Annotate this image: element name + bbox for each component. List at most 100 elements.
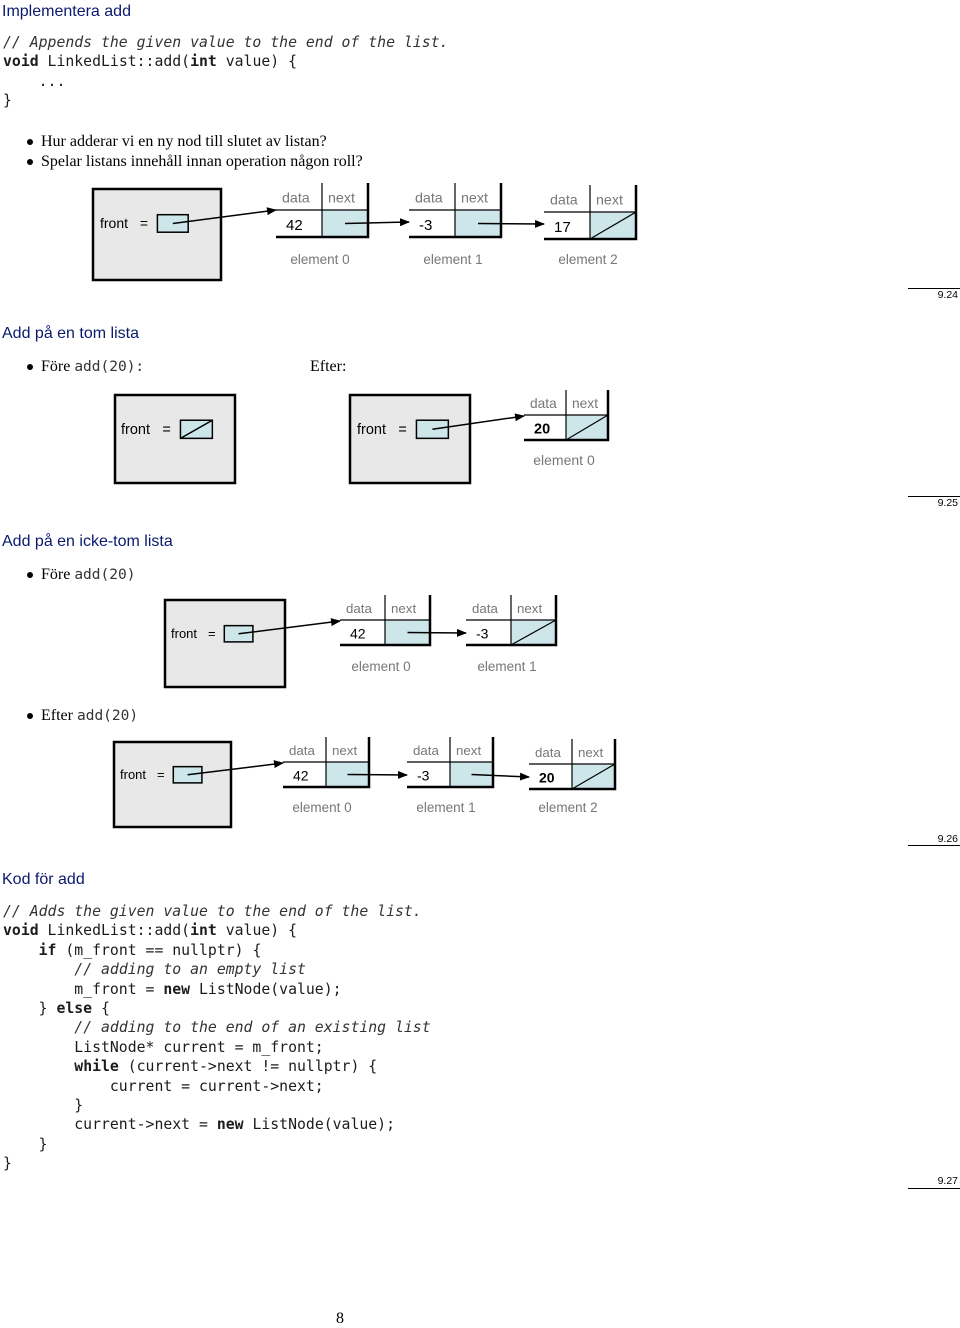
code-keyword: if xyxy=(38,941,57,959)
node-value: 42 xyxy=(286,217,303,234)
code-text: ... xyxy=(3,72,66,90)
code-line: current = current->next; xyxy=(3,1078,324,1095)
code-line: void LinkedList::add(int value) { xyxy=(3,53,297,70)
code-text: value) { xyxy=(216,53,298,71)
node-value: 20 xyxy=(539,770,555,786)
front-frame xyxy=(91,187,223,282)
code-text: current = current->next; xyxy=(3,1077,324,1095)
next-header: next xyxy=(328,190,355,206)
code-text: } xyxy=(3,1135,48,1153)
front-frame xyxy=(113,393,237,485)
code-keyword: new xyxy=(163,980,191,998)
node-border xyxy=(276,183,370,239)
code-text xyxy=(3,1058,74,1075)
equals-sign: = xyxy=(208,626,216,641)
next-header: next xyxy=(461,190,488,206)
code-line: } xyxy=(3,1097,83,1114)
element-label: element 0 xyxy=(290,252,349,267)
code-line: } xyxy=(3,1155,12,1172)
pointer-arrow xyxy=(344,218,410,227)
divider xyxy=(908,1188,960,1189)
data-header: data xyxy=(530,396,557,411)
node-border xyxy=(529,739,617,791)
code-text: ListNode(value); xyxy=(190,980,342,998)
node-value: 17 xyxy=(554,219,571,236)
code-line: while (current->next != nullptr) { xyxy=(3,1058,377,1075)
node-value: -3 xyxy=(417,768,430,784)
slide-title: Add på en tom lista xyxy=(2,325,139,342)
code-text: } xyxy=(3,92,12,110)
element-label: element 1 xyxy=(416,800,475,815)
next-header: next xyxy=(596,192,623,208)
node-border xyxy=(524,390,610,442)
node-border xyxy=(409,183,503,239)
code-line: if (m_front == nullptr) { xyxy=(3,941,262,959)
slide-title: Kod för add xyxy=(2,871,85,888)
data-header: data xyxy=(472,601,498,616)
code-keyword: int xyxy=(190,922,217,940)
code-comment: // Appends the given value to the end of… xyxy=(3,34,449,51)
data-header: data xyxy=(535,745,561,760)
code-block: // Adds the given value to the end of th… xyxy=(3,902,431,1174)
pointer-arrow xyxy=(477,219,545,228)
equals-sign: = xyxy=(398,422,406,438)
bullet-item: Före add(20) xyxy=(26,566,135,584)
code-line: // adding to the end of an existing list xyxy=(3,1019,430,1036)
element-label: element 0 xyxy=(292,800,351,815)
pointer-arrow xyxy=(238,618,341,635)
null-slash xyxy=(571,763,616,790)
bullet-item: Spelar listans innehåll innan operation … xyxy=(27,153,363,171)
code-line: ... xyxy=(3,72,66,90)
bullet-item: Före add(20): xyxy=(26,358,144,376)
next-header: next xyxy=(517,601,542,616)
null-slash xyxy=(565,414,609,441)
pointer-arrow xyxy=(432,413,525,431)
node-value: 20 xyxy=(534,422,550,438)
slide-number: 9.24 xyxy=(937,289,958,301)
code-keyword: new xyxy=(216,1116,244,1134)
front-label: front xyxy=(121,422,150,438)
code-keyword: else xyxy=(56,1000,93,1018)
code-text: LinkedList::add( xyxy=(38,922,191,940)
code-line: // Adds the given value to the end of th… xyxy=(3,903,422,920)
front-label: front xyxy=(120,767,146,782)
code-text: ListNode(value); xyxy=(243,1116,395,1134)
slide-number: 9.26 xyxy=(937,833,958,845)
code-text xyxy=(3,1019,74,1036)
code-text: } xyxy=(3,1097,84,1115)
front-frame xyxy=(112,740,233,829)
node-value: 42 xyxy=(293,768,309,784)
element-label: element 1 xyxy=(477,659,536,674)
next-header: next xyxy=(391,601,416,616)
node-border xyxy=(466,595,558,647)
equals-sign: = xyxy=(140,215,148,231)
slide-title: Add på en icke-tom lista xyxy=(2,533,173,550)
code-line: } else { xyxy=(3,1000,110,1017)
null-slash xyxy=(510,619,557,646)
next-header: next xyxy=(572,396,598,411)
bullet-item: Hur adderar vi en ny nod till slutet av … xyxy=(27,133,327,151)
page-number: 8 xyxy=(336,1310,344,1327)
null-slash xyxy=(589,211,637,240)
code-line: // Appends the given value to the end of… xyxy=(3,34,448,51)
code-text: current->next = xyxy=(3,1116,217,1134)
next-header: next xyxy=(578,745,603,760)
code-block: // Appends the given value to the end of… xyxy=(3,33,448,111)
front-frame xyxy=(163,598,287,689)
code-text: m_front = xyxy=(3,980,164,998)
code-line: m_front = new ListNode(value); xyxy=(3,980,342,998)
data-header: data xyxy=(289,743,315,758)
node-value: -3 xyxy=(476,626,489,642)
front-pointer-cell xyxy=(156,213,189,233)
data-header: data xyxy=(346,601,372,616)
code-text xyxy=(3,961,74,978)
node-border xyxy=(544,185,638,241)
code-text xyxy=(3,942,39,959)
equals-sign: = xyxy=(157,767,165,782)
element-label: element 2 xyxy=(558,252,617,267)
next-header: next xyxy=(456,743,481,758)
front-frame xyxy=(348,393,472,485)
code-text: value) { xyxy=(216,922,298,940)
code-line: ListNode* current = m_front; xyxy=(3,1039,323,1056)
